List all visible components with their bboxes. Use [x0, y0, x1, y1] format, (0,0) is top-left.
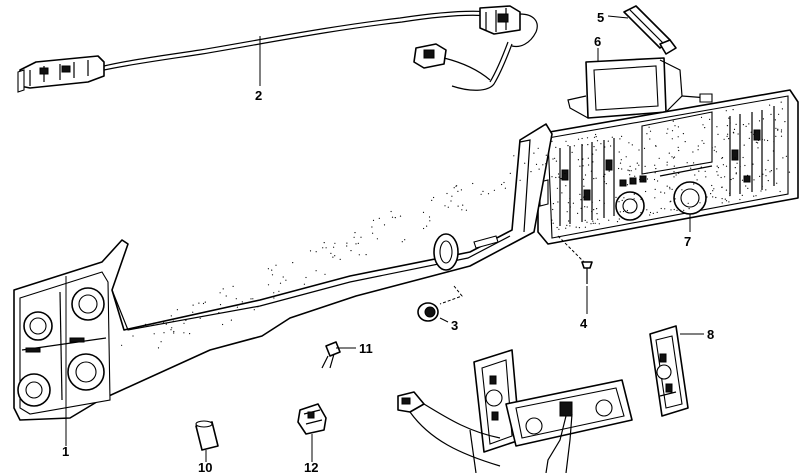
surface-speckle-texture	[121, 101, 791, 349]
callout-labels: 1 2 3 4 5 6 7 8 10 11 12	[62, 10, 714, 473]
plug-pin-10	[195, 420, 219, 451]
callout-8: 8	[707, 327, 714, 342]
callout-2: 2	[255, 88, 262, 103]
harness-right-connector	[479, 5, 538, 48]
harness-left-connector	[17, 55, 105, 93]
lower-switch-assembly	[397, 349, 633, 473]
switch-knob-5	[623, 5, 677, 55]
clip-12	[297, 403, 327, 435]
callout-5: 5	[597, 10, 604, 25]
bulb-11	[321, 341, 341, 369]
callout-11: 11	[359, 341, 373, 356]
leader-lines	[65, 15, 704, 462]
switch-plate-8	[649, 325, 689, 417]
callout-12: 12	[304, 460, 318, 473]
callout-7: 7	[684, 234, 691, 249]
centre-console-7	[537, 89, 799, 245]
callout-4: 4	[580, 316, 588, 331]
callout-6: 6	[594, 34, 601, 49]
cable-harness-2	[17, 5, 538, 93]
bulb-socket-3	[417, 285, 463, 322]
dashboard-trim	[13, 123, 553, 421]
harness-small-plug	[413, 43, 491, 81]
display-module-6	[567, 57, 713, 119]
screw-4	[557, 235, 593, 284]
callout-1: 1	[62, 444, 69, 459]
callout-3: 3	[451, 318, 458, 333]
callout-10: 10	[198, 460, 212, 473]
